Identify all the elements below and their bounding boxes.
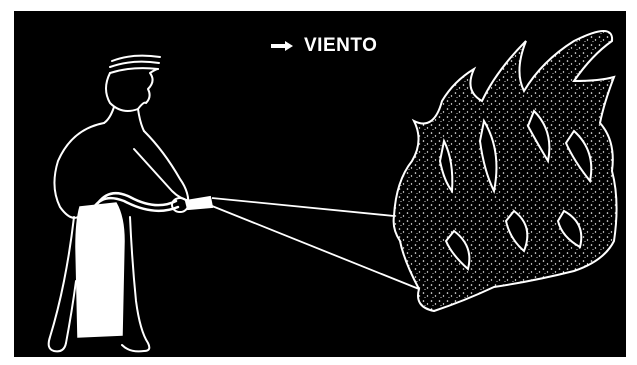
firefighter-illustration bbox=[14, 11, 626, 357]
extinguisher-icon bbox=[76, 203, 124, 337]
right-arrow-icon bbox=[270, 40, 294, 52]
illustration-panel: VIENTO bbox=[14, 11, 626, 357]
spray-lines bbox=[212, 198, 419, 289]
wind-caption: VIENTO bbox=[270, 35, 377, 57]
fire-icon bbox=[394, 31, 617, 311]
wind-label: VIENTO bbox=[304, 35, 377, 57]
nozzle bbox=[172, 197, 212, 212]
